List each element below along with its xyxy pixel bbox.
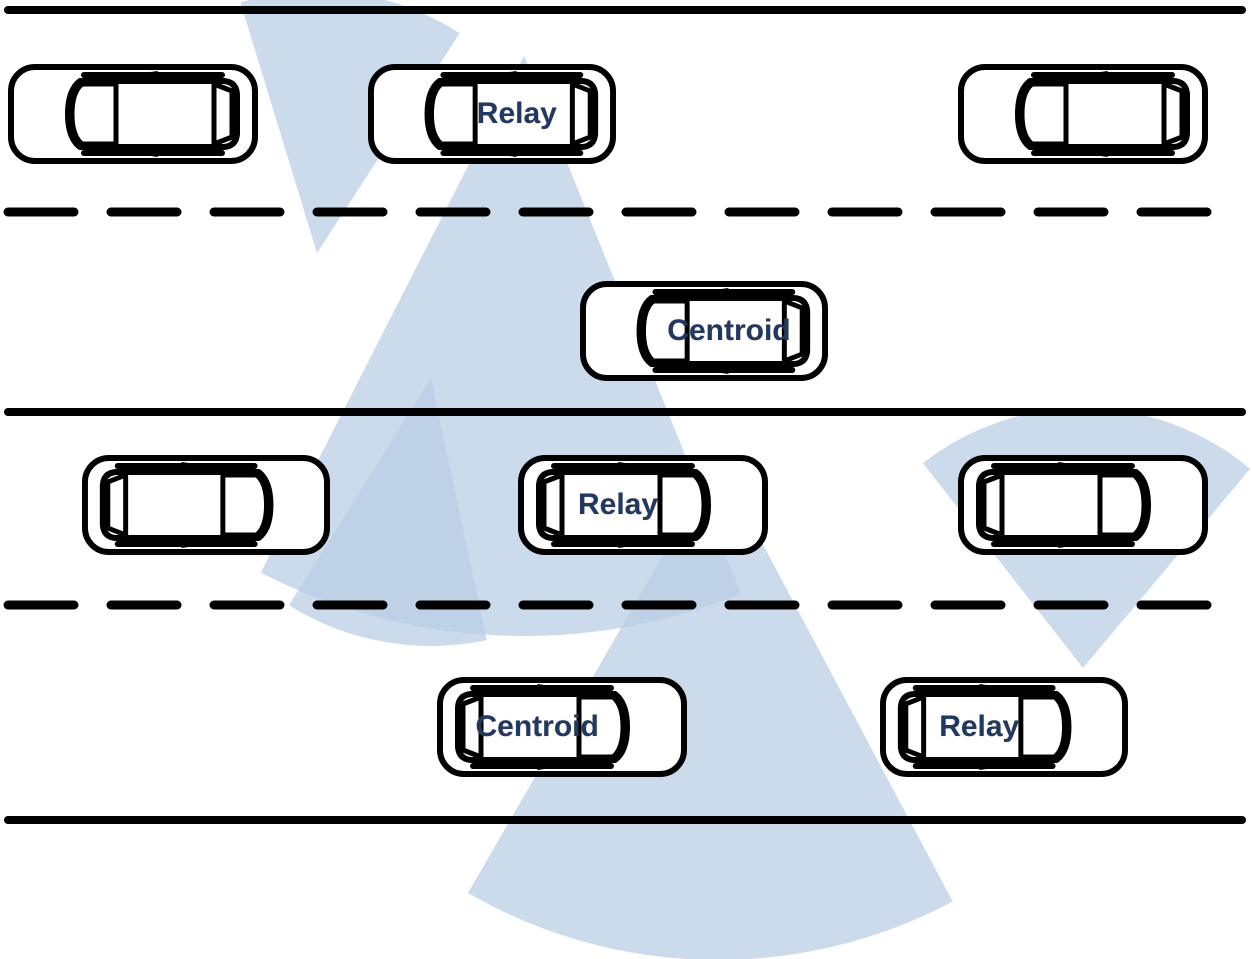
vehicle — [958, 455, 1208, 555]
car-windshield — [903, 694, 927, 760]
car-rear-window — [1019, 81, 1069, 147]
car-windshield — [569, 81, 593, 147]
car-rear-window — [1097, 472, 1147, 538]
sensor-cone — [468, 460, 953, 959]
car-shoulder-top — [617, 462, 661, 474]
car-shoulder-bottom — [536, 758, 580, 770]
car-shoulder-top — [474, 71, 518, 83]
car-rear-window — [1018, 694, 1067, 760]
car-shoulder-top — [686, 288, 730, 300]
car-shoulder-bottom — [1065, 145, 1109, 157]
car-shoulder-bottom — [617, 536, 661, 548]
car-shoulder-top — [1057, 462, 1101, 474]
car-rear-window — [69, 81, 119, 147]
car-shoulder-bottom — [474, 145, 518, 157]
car-rear-window — [641, 298, 690, 364]
vehicle-relay — [879, 677, 1128, 777]
vehicle — [81, 455, 330, 555]
car-shoulder-bottom — [180, 536, 224, 548]
car-rear-window — [220, 472, 269, 538]
car-shoulder-bottom — [1057, 536, 1101, 548]
vehicle-relay — [518, 455, 768, 555]
car-shoulder-bottom — [686, 362, 730, 374]
car-shoulder-bottom — [978, 758, 1022, 770]
car-windshield — [460, 694, 484, 760]
car-windshield — [105, 472, 129, 538]
road-markings-layer — [3, 6, 1249, 824]
car-shoulder-top — [978, 684, 1022, 696]
car-windshield — [211, 81, 235, 147]
car-rear-window — [657, 472, 707, 538]
car-windshield — [981, 472, 1005, 538]
car-windshield — [781, 298, 805, 364]
car-windshield — [1161, 81, 1185, 147]
car-shoulder-top — [1065, 71, 1109, 83]
vehicle-relay — [368, 64, 617, 164]
car-rear-window — [429, 81, 478, 147]
car-shoulder-bottom — [115, 145, 159, 157]
sensor-cone — [288, 378, 487, 646]
vehicle-centroid — [580, 281, 829, 381]
vehicle-centroid — [437, 677, 687, 777]
sensor-cone — [240, 0, 460, 253]
car-shoulder-top — [115, 71, 159, 83]
car-shoulder-top — [180, 462, 224, 474]
car-shoulder-top — [536, 684, 580, 696]
vehicle — [8, 64, 258, 164]
car-rear-window — [576, 694, 626, 760]
vehicle — [958, 64, 1208, 164]
vehicles-layer — [8, 64, 1208, 777]
car-windshield — [541, 472, 565, 538]
